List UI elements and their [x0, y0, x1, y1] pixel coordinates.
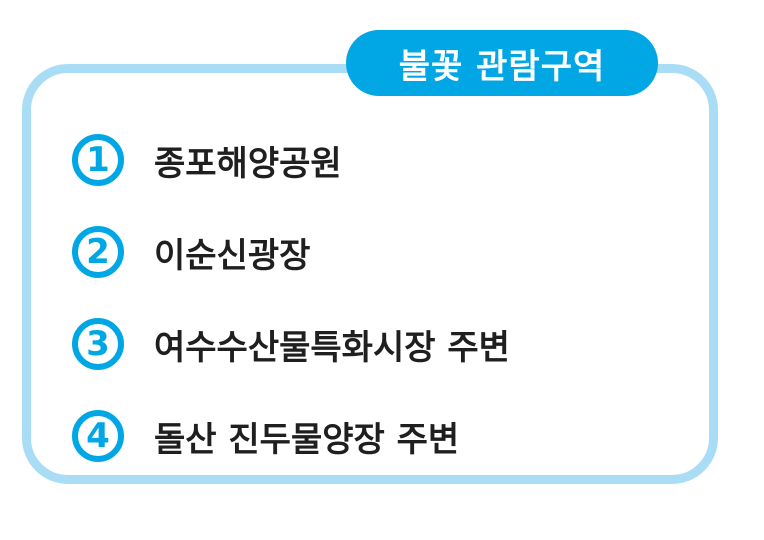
number-circle: 2	[72, 226, 124, 278]
list-item: 2 이순신광장	[72, 218, 672, 286]
title-text: 불꽃 관람구역	[398, 46, 606, 87]
list-item: 1 종포해양공원	[72, 126, 672, 194]
list-item: 4 돌산 진두물양장 주변	[72, 402, 672, 470]
item-label: 여수수산물특화시장 주변	[154, 327, 510, 368]
list-item: 3 여수수산물특화시장 주변	[72, 310, 672, 378]
number-text: 4	[86, 416, 110, 456]
number-circle: 3	[72, 318, 124, 370]
number-circle: 4	[72, 410, 124, 462]
item-label: 이순신광장	[154, 235, 311, 276]
item-label: 돌산 진두물양장 주변	[154, 419, 460, 460]
item-label: 종포해양공원	[154, 143, 342, 184]
viewing-area-list: 1 종포해양공원 2 이순신광장 3 여수수산물특화시장 주변 4 돌산 진두물…	[72, 126, 672, 494]
number-text: 1	[86, 140, 110, 180]
title-badge: 불꽃 관람구역	[346, 30, 658, 96]
number-circle: 1	[72, 134, 124, 186]
number-text: 3	[86, 324, 110, 364]
number-text: 2	[86, 232, 110, 272]
